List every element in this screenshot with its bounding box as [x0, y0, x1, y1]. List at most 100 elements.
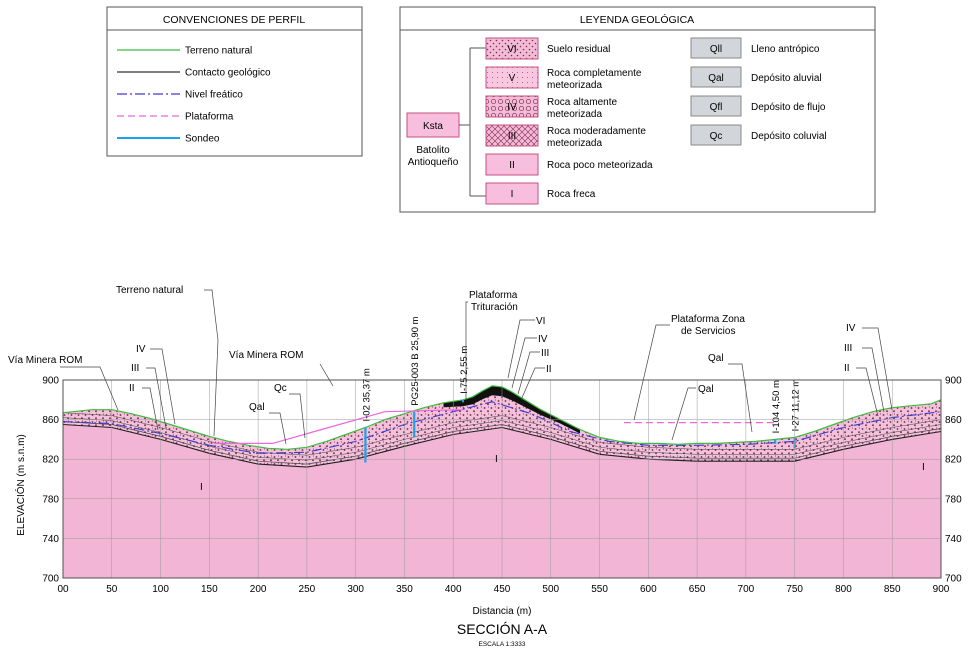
- annotation-qc: Qc: [274, 383, 287, 394]
- conventions-legend: CONVENCIONES DE PERFIL Terreno naturalCo…: [106, 6, 363, 157]
- x-tick-label: 00: [57, 584, 69, 595]
- y-tick-label-left: 900: [42, 376, 59, 387]
- convention-label: Terreno natural: [185, 46, 252, 57]
- leader-line: [507, 319, 535, 379]
- x-tick-label: 750: [786, 584, 803, 595]
- annotation-terreno-natural: Terreno natural: [116, 285, 183, 296]
- x-tick-label: 200: [250, 584, 267, 595]
- leader-line: [520, 367, 545, 401]
- x-tick-label: 400: [445, 584, 462, 595]
- leader-line: [60, 366, 119, 411]
- leader-line: [856, 367, 879, 417]
- deposit-code: Qll: [710, 44, 722, 55]
- water-table-line: [62, 401, 942, 454]
- x-tick-label: 900: [933, 584, 950, 595]
- y-tick-label-right: 900: [945, 376, 962, 387]
- annotation-qal-left: Qal: [249, 402, 265, 413]
- y-tick-label-left: 820: [42, 455, 59, 466]
- rock-class-code: VI: [507, 44, 516, 55]
- deposit-code: Qal: [708, 73, 724, 84]
- plot-frame: [62, 379, 942, 579]
- leader-line: [269, 412, 287, 445]
- annotation-unit-i-left: I: [200, 482, 203, 493]
- section-plot: I-02 35,37 m PG25-003 B 25,90 m I-75 2,55 …: [8, 285, 962, 648]
- rock-class-code: I: [511, 189, 514, 200]
- deposit-swatch: [690, 37, 742, 59]
- rock-class-code: II: [509, 160, 515, 171]
- annotation-qal-right-mid: Qal: [698, 384, 714, 395]
- annotation-right-iv: IV: [846, 323, 856, 334]
- y-tick-label-left: 700: [42, 574, 59, 585]
- rock-class-swatch: [485, 66, 539, 89]
- convention-label: Nivel freático: [185, 90, 243, 101]
- rock-class-swatch: [485, 124, 539, 147]
- leader-line: [862, 327, 893, 411]
- leader-line: [465, 301, 468, 400]
- leader-line: [289, 393, 306, 439]
- conventions-title: CONVENCIONES DE PERFIL: [163, 14, 306, 26]
- leader-line: [517, 351, 540, 395]
- convention-label: Plataforma: [185, 112, 234, 123]
- annotation-plat-trit-2: Trituración: [471, 302, 518, 313]
- unit-code: Ksta: [423, 121, 443, 132]
- y-tick-label-right: 780: [945, 494, 962, 505]
- leader-line: [862, 347, 885, 413]
- deposit-code: Qfl: [710, 102, 723, 113]
- leader-line: [142, 387, 159, 431]
- legend-title: LEYENDA GEOLÓGICA: [580, 13, 694, 26]
- leader-line: [728, 363, 753, 433]
- annotation-unit-i-right: I: [922, 462, 925, 473]
- rock-class-swatch: [485, 95, 539, 118]
- rock-class-label: meteorizada: [547, 138, 602, 149]
- deposit-label: Lleno antrópico: [751, 44, 820, 55]
- leader-line: [204, 289, 219, 437]
- platform-line: [214, 409, 464, 444]
- rock-class-swatch: [485, 182, 539, 205]
- borehole-label: I-104 4,50 m: [771, 380, 782, 433]
- borehole-label: PG25-003 B 25,90 m: [410, 316, 421, 405]
- x-tick-label: 800: [835, 584, 852, 595]
- y-tick-label-right: 860: [945, 415, 962, 426]
- rock-class-label: Roca poco meteorizada: [547, 160, 653, 171]
- borehole-label: I-02 35,37 m: [361, 368, 372, 421]
- y-axis-label: ELEVACIÓN (m s.n.m): [14, 434, 27, 536]
- legend-box: [399, 6, 876, 213]
- annotation-plat-trit-1: Plataforma: [469, 290, 518, 301]
- leader-line: [150, 348, 176, 425]
- rock-class-swatch: [485, 153, 539, 176]
- leader-line: [633, 324, 670, 421]
- annotation-qal-right-top: Qal: [708, 353, 724, 364]
- x-tick-label: 550: [591, 584, 608, 595]
- section-scale: ESCALA 1:3333: [479, 641, 526, 648]
- rock-class-label: Suelo residual: [547, 44, 610, 55]
- x-tick-label: 100: [152, 584, 169, 595]
- y-tick-label-left: 860: [42, 415, 59, 426]
- annotation-left-iii: III: [131, 363, 139, 374]
- convention-label: Sondeo: [185, 134, 220, 145]
- convention-label: Contacto geológico: [185, 68, 271, 79]
- annotation-mid-ii: II: [546, 364, 552, 375]
- rock-class-code: III: [508, 131, 516, 142]
- annotation-left-ii: II: [129, 383, 135, 394]
- x-axis-label: Distancia (m): [473, 606, 532, 617]
- unit-bracket: [459, 47, 486, 197]
- unit-name-line1: Batolito: [416, 145, 450, 156]
- borehole-label: I-75 2,55 m: [459, 346, 470, 394]
- y-tick-label-left: 780: [42, 494, 59, 505]
- unit-name-line2: Antioqueño: [408, 157, 459, 168]
- leader-line: [671, 387, 696, 441]
- x-tick-label: 650: [689, 584, 706, 595]
- rock-class-label: Roca freca: [547, 189, 596, 200]
- deposit-label: Depósito de flujo: [751, 102, 826, 113]
- x-tick-label: 350: [396, 584, 413, 595]
- borehole-label: I-27 11,12 m: [791, 379, 802, 432]
- annotation-unit-i-mid: I: [495, 454, 498, 465]
- y-tick-label-right: 740: [945, 534, 962, 545]
- y-tick-label-right: 820: [945, 455, 962, 466]
- deposit-swatch: [690, 124, 742, 146]
- leader-line: [146, 367, 167, 429]
- section-title: SECCIÓN A-A: [457, 621, 548, 637]
- x-tick-label: 250: [299, 584, 316, 595]
